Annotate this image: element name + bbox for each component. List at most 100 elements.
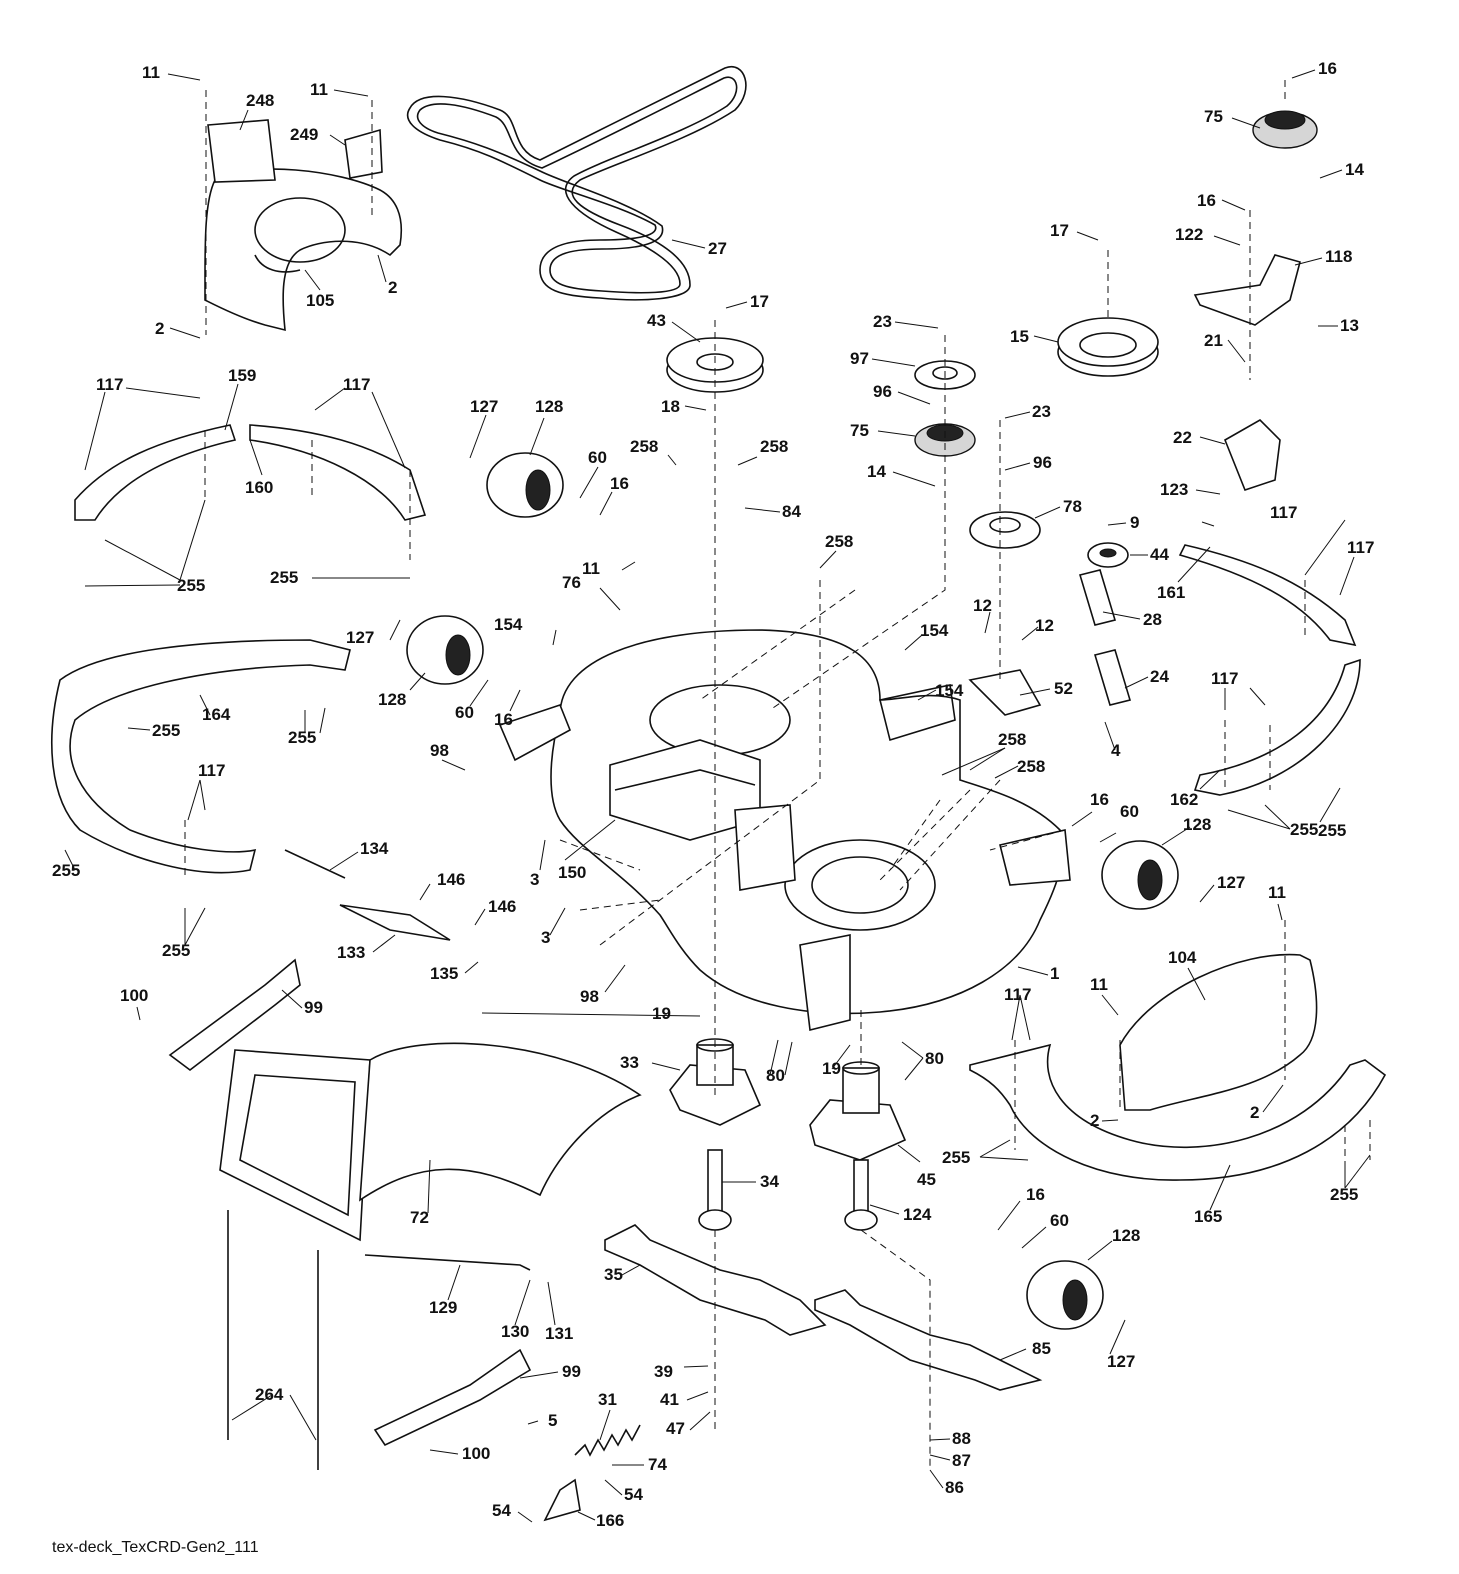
part-label: 11 [142,63,160,82]
part-label: 2 [1090,1111,1099,1130]
part-label: 80 [925,1049,944,1068]
part-label: 130 [501,1322,529,1341]
part-label: 255 [1330,1185,1358,1204]
lift-arm-99-b [373,1348,532,1447]
part-label: 11 [310,80,328,99]
part-label: 87 [952,1451,971,1470]
part-label: 16 [494,710,513,729]
part-label: 75 [850,421,869,440]
part-label: 162 [1170,790,1198,809]
part-label: 255 [152,721,180,740]
part-label: 11 [1268,883,1286,902]
baffle-159 [74,424,237,521]
part-label: 154 [494,615,523,634]
diagram-caption: tex-deck_TexCRD-Gen2_111 [52,1539,259,1556]
part-label: 74 [648,1455,667,1474]
pulley-75-left [914,423,976,457]
part-label: 99 [562,1362,581,1381]
part-label: 86 [945,1478,964,1497]
part-label: 54 [492,1501,511,1520]
drive-belt [406,65,747,301]
part-label: 16 [1197,191,1216,210]
part-label: 255 [1290,820,1318,839]
part-label: 98 [430,741,449,760]
part-label: 96 [873,382,892,401]
part-label: 146 [488,897,516,916]
rod-129 [364,1254,531,1271]
center-lines [184,80,1371,1470]
part-label: 2 [155,319,164,338]
part-label: 11 [1090,975,1108,994]
part-label: 3 [530,870,539,889]
part-label: 34 [760,1172,779,1191]
bracket-22 [1223,419,1281,491]
part-label: 258 [630,437,658,456]
part-label: 248 [246,91,274,110]
part-label: 146 [437,870,465,889]
part-label: 45 [917,1170,936,1189]
part-label: 16 [1090,790,1109,809]
part-label: 117 [96,375,123,394]
part-label: 75 [1204,107,1223,126]
bearing-44 [1087,542,1129,568]
part-label: 128 [378,690,406,709]
part-label: 27 [708,239,727,258]
leader-lines [64,69,1371,1523]
part-label: 128 [1183,815,1211,834]
bracket-166 [543,1478,581,1522]
part-label: 117 [198,761,225,780]
part-label: 13 [1340,316,1359,335]
part-label: 72 [410,1208,429,1227]
part-label: 255 [1318,821,1346,840]
part-label: 41 [660,1390,679,1409]
part-label: 255 [52,861,80,880]
rod-134 [284,849,346,879]
idler-arm [1193,254,1301,326]
part-label: 154 [935,681,964,700]
part-label: 4 [1111,741,1121,760]
part-label: 127 [346,628,374,647]
part-label: 128 [1112,1226,1140,1245]
shaft-34 [698,1149,732,1231]
part-label: 150 [558,863,586,882]
part-label: 80 [766,1066,785,1085]
part-label: 60 [455,703,474,722]
part-label: 47 [666,1419,685,1438]
arm-24 [1093,649,1132,706]
part-label: 9 [1130,513,1139,532]
part-label: 258 [998,730,1026,749]
part-label: 16 [1026,1185,1045,1204]
part-label: 97 [850,349,869,368]
part-label: 11 [582,559,600,578]
part-label: 159 [228,366,256,385]
part-label: 19 [652,1004,671,1023]
bracket-133 [339,904,451,941]
part-label: 117 [1211,669,1238,688]
wheel-128-a [486,452,564,518]
part-label: 124 [903,1205,932,1224]
part-label: 16 [610,474,629,493]
part-label: 133 [337,943,365,962]
part-label: 2 [388,278,397,297]
part-label: 88 [952,1429,971,1448]
part-label: 160 [245,478,273,497]
part-label: 161 [1157,583,1185,602]
part-label: 128 [535,397,563,416]
wheel-128-b [406,615,484,685]
belt-cover [1119,953,1318,1111]
part-label: 21 [1204,331,1223,350]
pulley-15 [1057,317,1159,377]
part-drawings [51,65,1387,1522]
part-label: 117 [1270,503,1297,522]
part-label: 164 [202,705,231,724]
part-label: 60 [1120,802,1139,821]
part-label: 129 [429,1298,457,1317]
part-label: 122 [1175,225,1203,244]
part-label: 258 [825,532,853,551]
wheel-128-c [1101,840,1179,910]
lift-arm-99-a [168,958,301,1072]
part-label: 255 [288,728,316,747]
part-label: 15 [1010,327,1029,346]
part-label: 255 [942,1148,970,1167]
part-label: 16 [1318,59,1337,78]
